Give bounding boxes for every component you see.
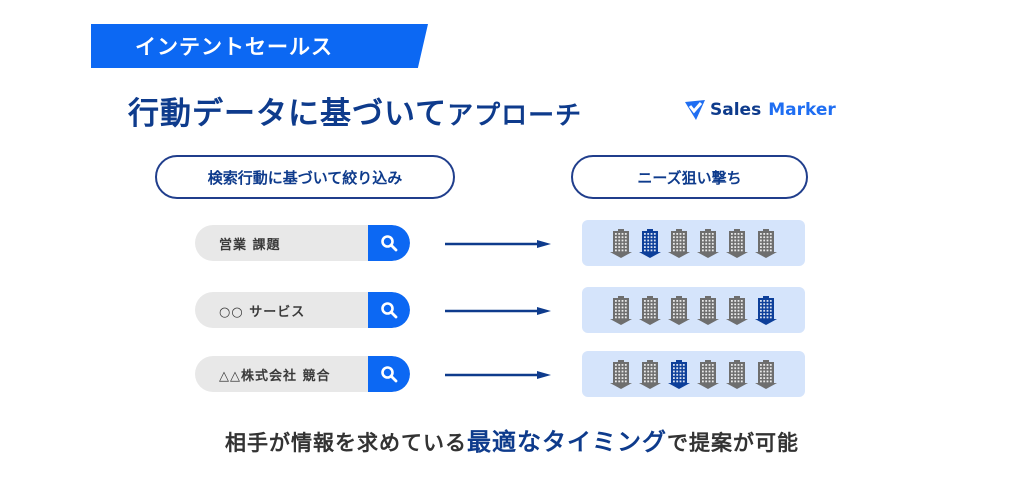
search-row: △△株式会社 競合 [0, 349, 1024, 399]
building-icon [610, 360, 632, 389]
building-icon [755, 360, 777, 389]
pill-left-label: 検索行動に基づいて絞り込み [207, 168, 403, 187]
arrow-right-icon [445, 307, 551, 315]
building-icon [697, 229, 719, 258]
building-icon [610, 296, 632, 325]
building-icon [668, 229, 690, 258]
target-needs-pill: ニーズ狙い撃ち [571, 155, 808, 199]
company-buildings [582, 220, 805, 266]
building-icon [639, 360, 661, 389]
search-button[interactable] [368, 356, 410, 392]
building-highlighted-icon [668, 360, 690, 389]
tagline-suffix: で提案が可能 [667, 431, 799, 455]
title-sub: アプローチ [447, 101, 583, 131]
search-query: 営業 課題 [219, 237, 281, 253]
search-icon [381, 235, 398, 252]
tagline: 相手が情報を求めている最適なタイミングで提案が可能 [0, 422, 1024, 457]
search-bar[interactable]: 営業 課題 [195, 225, 410, 261]
search-query: ○○ サービス [219, 304, 306, 320]
building-icon [755, 229, 777, 258]
building-icon [697, 360, 719, 389]
building-icon [697, 296, 719, 325]
arrow-right-icon [445, 240, 551, 248]
logo-word-marker: Marker [768, 100, 836, 120]
search-icon [381, 302, 398, 319]
search-icon [381, 366, 398, 383]
banner-label: インテントセールス [135, 35, 333, 59]
filter-by-search-pill: 検索行動に基づいて絞り込み [155, 155, 455, 199]
building-icon [726, 360, 748, 389]
category-banner: インテントセールス [91, 24, 428, 68]
sales-marker-logo: Sales Marker [683, 99, 836, 121]
pill-right-label: ニーズ狙い撃ち [637, 168, 742, 187]
building-icon [726, 296, 748, 325]
search-row: 営業 課題 [0, 218, 1024, 268]
building-icon [668, 296, 690, 325]
tagline-prefix: 相手が情報を求めている [225, 431, 467, 455]
logo-word-sales: Sales [710, 100, 762, 120]
location-pin-check-icon [685, 100, 705, 120]
search-query: △△株式会社 競合 [219, 368, 331, 384]
building-icon [639, 296, 661, 325]
company-buildings [582, 351, 805, 397]
building-highlighted-icon [755, 296, 777, 325]
tagline-highlight: 最適なタイミング [467, 428, 667, 456]
company-buildings [582, 287, 805, 333]
title-main: 行動データに基づいて [128, 96, 448, 132]
search-button[interactable] [368, 225, 410, 261]
search-bar[interactable]: △△株式会社 競合 [195, 356, 410, 392]
search-bar[interactable]: ○○ サービス [195, 292, 410, 328]
arrow-right-icon [445, 371, 551, 379]
building-icon [610, 229, 632, 258]
page-title: 行動データに基づいて アプローチ [128, 88, 582, 132]
building-highlighted-icon [639, 229, 661, 258]
search-button[interactable] [368, 292, 410, 328]
search-row: ○○ サービス [0, 285, 1024, 335]
building-icon [726, 229, 748, 258]
